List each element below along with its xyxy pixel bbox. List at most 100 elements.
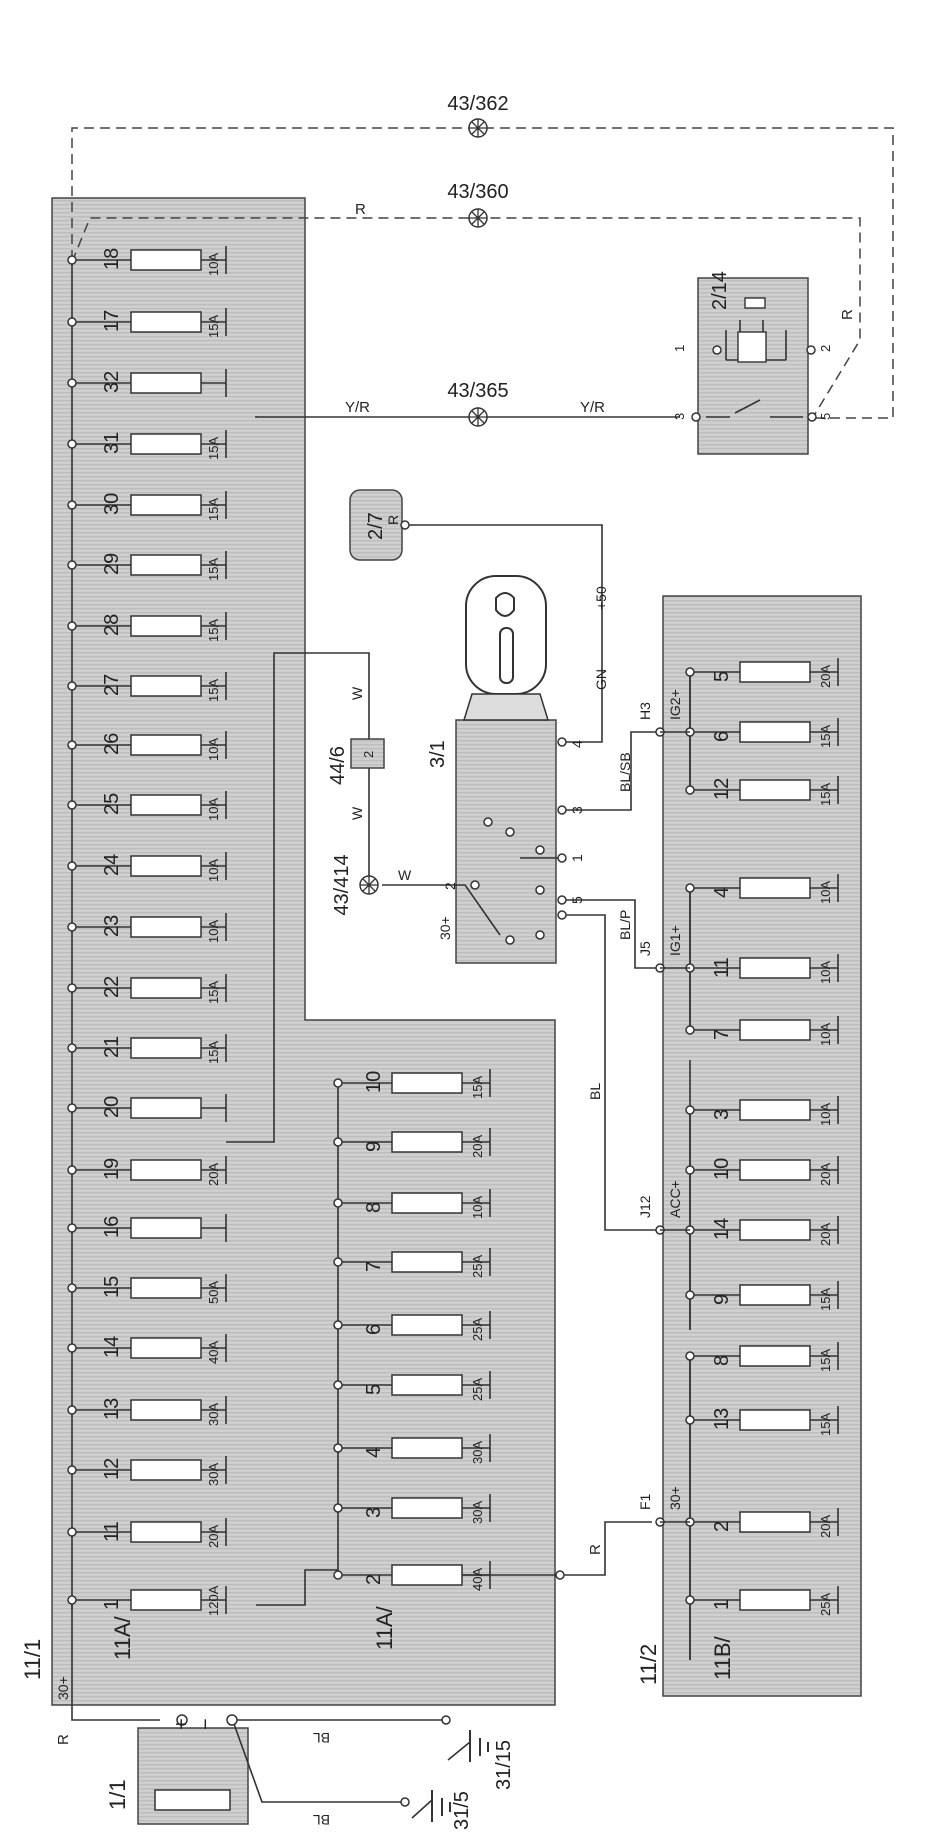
component-44-6-label: 44/6 — [327, 746, 349, 785]
relay-resistor — [744, 297, 766, 309]
fuse-11a-32: 32 — [67, 369, 227, 397]
switch-pin-1: 1 — [569, 854, 585, 862]
fuse-11a-inner-8-number: 8 — [363, 1202, 385, 1213]
dashed-wire-360 — [71, 217, 861, 415]
fuse-11a-21-number: 21 — [101, 1036, 123, 1058]
wire-bl-g2: BL — [313, 1812, 330, 1828]
wire-w-3: W — [398, 867, 412, 883]
fuse-11b-5-rating: 20A — [818, 665, 833, 688]
fuse-11a-24-number: 24 — [101, 854, 123, 876]
wire-r-top: R — [355, 201, 366, 218]
relay-coil — [737, 331, 767, 363]
fuse-11b-12-rating: 15A — [818, 783, 833, 806]
fuse-11a-inner-2-rating: 40A — [470, 1568, 485, 1591]
battery-label: 1/1 — [105, 1779, 130, 1810]
wire-r-battery: R — [55, 1734, 72, 1745]
fuse-11a-1-rating: 120A — [206, 1585, 221, 1616]
fuse-11b-12-number: 12 — [711, 778, 733, 800]
fuse-11a-inner-5-rating: 25A — [470, 1378, 485, 1401]
fuse-11a-27: 27 15A — [67, 672, 227, 702]
fuse-11a-26-rating: 10A — [206, 738, 221, 761]
fuse-11b-4-rating: 10A — [818, 881, 833, 904]
ignition-key-icon — [462, 575, 550, 721]
group-name-2: ACC+ — [667, 1180, 683, 1218]
fuse-11b-10-rating: 20A — [818, 1163, 833, 1186]
fuse-11b-8-number: 8 — [711, 1355, 733, 1366]
fuse-11a-12-number: 12 — [101, 1458, 123, 1480]
fuse-11a-16: 16 — [67, 1214, 227, 1242]
fuse-11a-13-rating: 30A — [206, 1403, 221, 1426]
relay-pin-5: 5 — [818, 413, 833, 420]
fuse-11b-6-rating: 15A — [818, 725, 833, 748]
fuse-11a-27-rating: 15A — [206, 679, 221, 702]
wire-yr-right: Y/R — [580, 399, 605, 416]
fuse-11a-18-rating: 10A — [206, 253, 221, 276]
fuse-11a-15-rating: 50A — [206, 1281, 221, 1304]
fuse-11b-13-number: 13 — [711, 1408, 733, 1430]
fuse-11a-inner-7-rating: 25A — [470, 1255, 485, 1278]
fuse-11a-21-rating: 15A — [206, 1041, 221, 1064]
group-pin-1: J5 — [637, 941, 653, 956]
group-name-3: 30+ — [667, 1486, 683, 1510]
fuse-11a-26: 26 10A — [67, 731, 227, 761]
fuse-11a-27-number: 27 — [101, 674, 123, 696]
fuse-11a-30-rating: 15A — [206, 498, 221, 521]
fuse-11a-inner-2-number: 2 — [363, 1574, 385, 1585]
box-11-1-label: 11/1 — [20, 1639, 45, 1680]
dashed-wire-362 — [71, 127, 894, 419]
fuse-11a-inner-6-number: 6 — [363, 1324, 385, 1335]
fuse-11a-20: 20 — [67, 1094, 227, 1122]
fuse-11a-18: 18 10A — [67, 246, 227, 276]
switch-pin-5: 5 — [569, 896, 585, 904]
fuse-11a-15-number: 15 — [101, 1276, 123, 1298]
fuse-11b-14-number: 14 — [711, 1218, 733, 1240]
fuse-11b-11-number: 11 — [711, 957, 733, 978]
fuse-11a-31-rating: 15A — [206, 437, 221, 460]
fuse-11a-18-number: 18 — [101, 248, 123, 270]
box-11-2-prefix: 11B/ — [710, 1635, 735, 1680]
splice-43-414 — [359, 875, 379, 895]
terminals — [176, 345, 817, 1807]
fuse-11b-2-rating: 20A — [818, 1515, 833, 1538]
fuse-11a-16-number: 16 — [101, 1216, 123, 1238]
group-pin-0: H3 — [637, 702, 653, 720]
fuse-11a-11-number: 11 — [101, 1521, 123, 1542]
fuse-11b-3-rating: 10A — [818, 1103, 833, 1126]
fuse-11a-24-rating: 10A — [206, 859, 221, 882]
fuse-11a-15: 15 50A — [67, 1274, 227, 1304]
connector-43-360-label: 43/360 — [447, 181, 508, 203]
battery-minus: − — [195, 1718, 217, 1730]
fuse-11a-14-rating: 40A — [206, 1341, 221, 1364]
battery-cell — [154, 1789, 231, 1811]
fuse-11b-1-number: 1 — [711, 1599, 733, 1610]
ignition-switch-body — [455, 719, 557, 964]
fuse-11b-8-rating: 15A — [818, 1349, 833, 1372]
fuse-11b-7-number: 7 — [711, 1029, 733, 1040]
fuse-11a-28-rating: 15A — [206, 619, 221, 642]
switch-feed: 30+ — [437, 916, 453, 940]
component-44-6-body — [350, 738, 385, 769]
ground-31-5-icon — [431, 1790, 451, 1822]
fuse-11a-22-rating: 15A — [206, 981, 221, 1004]
fuse-11a-24: 24 10A — [67, 852, 227, 882]
fuse-11a-26-number: 26 — [101, 733, 123, 755]
fuse-11a-29-rating: 15A — [206, 558, 221, 581]
group-pin-3: F1 — [637, 1493, 653, 1510]
fuse-11a-12-rating: 30A — [206, 1463, 221, 1486]
group-name-1: IG1+ — [667, 925, 683, 956]
